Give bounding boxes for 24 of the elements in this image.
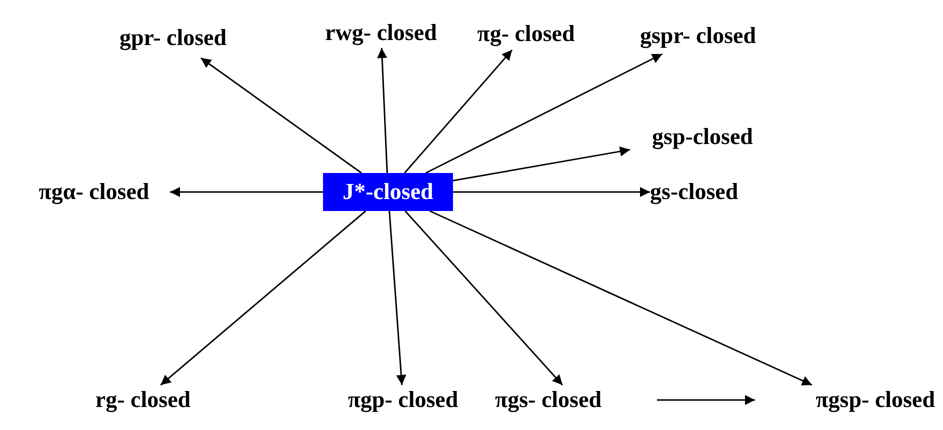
arrow	[657, 395, 755, 405]
node-label: rg- closed	[73, 385, 213, 415]
arrow	[170, 187, 323, 197]
arrow	[452, 146, 630, 182]
node-label: gs-closed	[650, 177, 790, 207]
node-label: πgsp- closed	[755, 385, 935, 415]
arrow	[160, 210, 366, 386]
arrow	[388, 210, 406, 386]
node-label: πgp- closed	[323, 385, 483, 415]
node-label: gpr- closed	[93, 18, 253, 58]
arrow	[377, 48, 388, 174]
arrow	[453, 187, 650, 197]
node-label: rwg- closed	[308, 18, 454, 48]
arrow	[429, 210, 812, 386]
arrow	[200, 57, 362, 174]
arrow	[425, 53, 663, 174]
node-label: gsp-closed	[630, 122, 775, 152]
node-label: πg- closed	[468, 18, 584, 50]
arrow	[404, 210, 563, 386]
node-label: gspr- closed	[603, 18, 793, 54]
node-label: πgs- closed	[495, 385, 657, 415]
highlighted-label: J*-closed	[323, 173, 453, 211]
arrow	[404, 50, 513, 174]
node-label: πgα- closed	[18, 177, 170, 207]
